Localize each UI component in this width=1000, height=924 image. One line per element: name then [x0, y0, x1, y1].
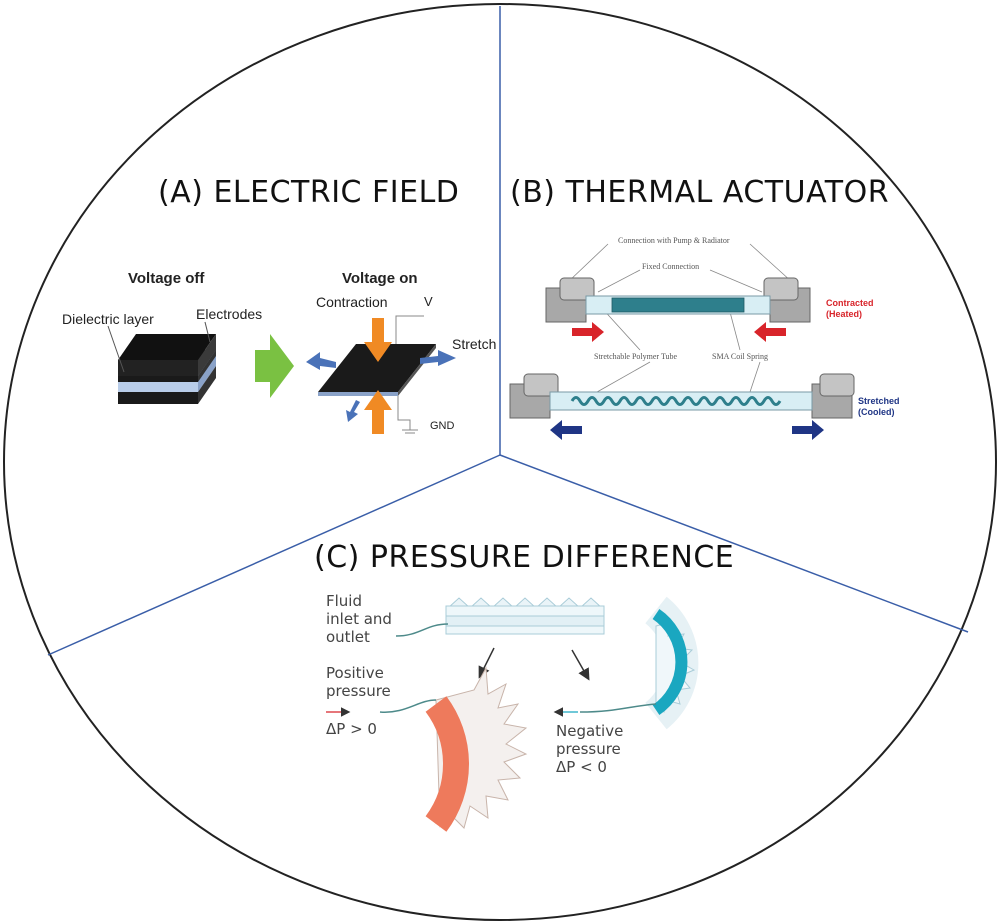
- label-fluid-line1: Fluid: [326, 592, 362, 610]
- tube-leader-2: [589, 361, 651, 397]
- label-contracted-line1: Contracted: [826, 298, 874, 308]
- label-positive-line1: Positive: [326, 664, 384, 682]
- label-dielectric: Dielectric layer: [62, 311, 154, 327]
- navy-arrow-right: [792, 420, 824, 440]
- label-positive-eq: ΔP > 0: [326, 720, 377, 738]
- orange-arrow-down: [364, 318, 392, 362]
- dielectric-leader: [107, 325, 125, 373]
- spring-leader: [729, 311, 741, 351]
- navy-arrow-left: [550, 420, 582, 440]
- actuator-stretched: [509, 373, 855, 440]
- curved-actuator-positive: [326, 666, 528, 832]
- red-arrow-left: [572, 322, 604, 342]
- label-negative-eq: ΔP < 0: [556, 758, 607, 776]
- section-a-graphics: [107, 315, 456, 434]
- label-voltage-off: Voltage off: [128, 270, 205, 287]
- stretch-arrows: [306, 350, 456, 422]
- section-a-title: (A) ELECTRIC FIELD: [158, 175, 460, 210]
- label-contraction: Contraction: [316, 294, 388, 310]
- pump-leader-left: [567, 243, 609, 283]
- label-cooled: (Cooled): [858, 407, 895, 417]
- outer-circle: [3, 3, 997, 921]
- curved-actuator-negative: [553, 596, 699, 730]
- label-electrodes: Electrodes: [196, 306, 263, 322]
- fixed-leader-left: [597, 269, 641, 293]
- label-sma-spring: SMA Coil Spring: [712, 352, 769, 361]
- label-gnd: GND: [430, 420, 455, 432]
- arrow-right-down: [571, 649, 590, 681]
- arrow-left-down: [478, 647, 495, 679]
- flat-actuator: [395, 597, 605, 637]
- orange-arrow-up: [364, 390, 392, 434]
- section-c-title: (C) PRESSURE DIFFERENCE: [314, 540, 735, 575]
- label-negative-pressure: Negative pressure ΔP < 0: [556, 722, 623, 776]
- fixed-leader-right: [709, 269, 763, 293]
- section-b-graphics: [509, 243, 855, 440]
- label-stretched-line1: Stretched: [858, 396, 900, 406]
- section-b-title: (B) THERMAL ACTUATOR: [510, 175, 890, 210]
- label-stretched: Stretched (Cooled): [858, 396, 900, 418]
- label-contracted: Contracted (Heated): [826, 298, 874, 320]
- label-fluid-line3: outlet: [326, 628, 370, 646]
- label-negative-line2: pressure: [556, 740, 621, 758]
- fluid-tube: [395, 623, 449, 637]
- red-arrow-right: [754, 322, 786, 342]
- section-c-graphics: [326, 596, 699, 832]
- label-fluid-line2: inlet and: [326, 610, 392, 628]
- label-connection-pump: Connection with Pump & Radiator: [618, 236, 730, 245]
- label-stretch: Stretch: [452, 336, 497, 352]
- actuator-contracted: [545, 277, 811, 342]
- dielectric-stack-off: [118, 334, 216, 404]
- label-heated: (Heated): [826, 309, 863, 319]
- neg-tube: [579, 703, 657, 713]
- green-arrow: [255, 334, 294, 398]
- label-v: V: [424, 294, 433, 309]
- gnd-wire: [397, 396, 411, 430]
- label-fluid: Fluid inlet and outlet: [326, 592, 392, 646]
- label-positive-line2: pressure: [326, 682, 391, 700]
- label-voltage-on: Voltage on: [342, 270, 418, 287]
- sma-coil: [570, 396, 782, 406]
- divider-left: [47, 454, 501, 656]
- v-wire: [395, 315, 424, 344]
- label-positive-pressure: Positive pressure: [326, 664, 391, 700]
- label-negative-line1: Negative: [556, 722, 624, 740]
- pos-tube: [379, 699, 437, 713]
- electrodes-leader: [204, 321, 211, 343]
- label-fixed-connection: Fixed Connection: [642, 262, 700, 271]
- label-stretchable-tube: Stretchable Polymer Tube: [594, 352, 678, 361]
- pump-leader-right: [749, 243, 793, 283]
- divider-right: [499, 454, 969, 633]
